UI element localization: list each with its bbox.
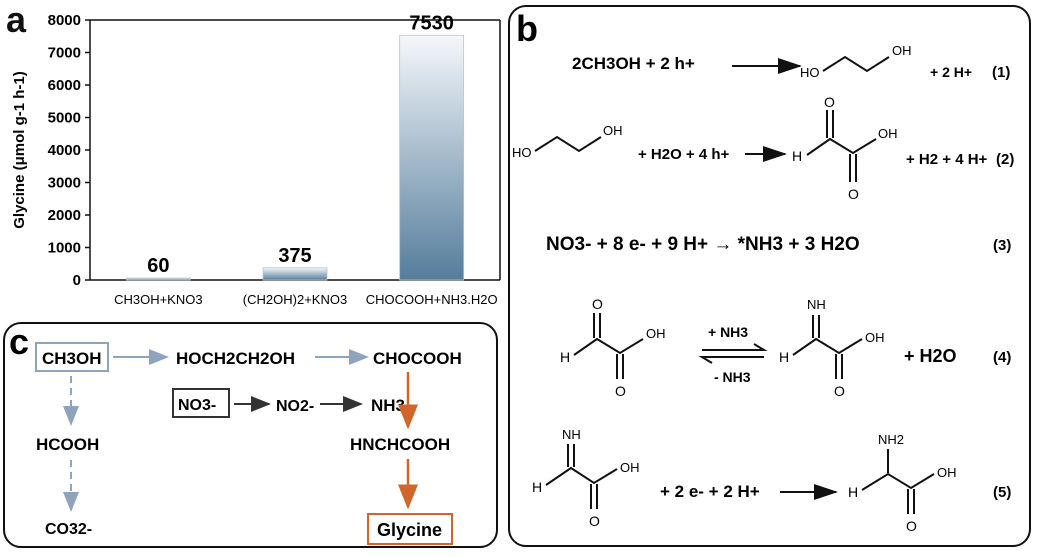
eq1-oh-label: OH bbox=[892, 43, 912, 58]
eq5-nh2-label: NH2 bbox=[878, 432, 904, 447]
eq2-oh-product: OH bbox=[878, 126, 898, 141]
eq2-tail: + H2 + 4 H+ bbox=[906, 151, 988, 168]
y-tick-label: 0 bbox=[73, 272, 81, 289]
equation-1: 2CH3OH + 2 h+ HO OH + 2 H+ (1) bbox=[572, 43, 1010, 81]
y-tick-label: 7000 bbox=[48, 45, 81, 62]
eq4-o-bottom-left: O bbox=[615, 383, 626, 399]
eq4-nh-label: NH bbox=[807, 297, 826, 312]
node-no2: NO2- bbox=[276, 398, 314, 415]
y-tick-label: 1000 bbox=[48, 240, 81, 257]
eq2-oh-label: OH bbox=[603, 123, 623, 138]
no3-box bbox=[172, 388, 230, 418]
eq5-h-left: H bbox=[532, 479, 542, 495]
y-tick-label: 6000 bbox=[48, 77, 81, 94]
eq5-h-right: H bbox=[848, 484, 858, 500]
node-hcooh: HCOOH bbox=[36, 435, 99, 454]
eq1-tail: + 2 H+ bbox=[930, 64, 972, 80]
node-hnchcooh: HNCHCOOH bbox=[350, 435, 450, 454]
y-axis-title: Glycine (μmol g-1 h-1) bbox=[11, 71, 28, 229]
eq2-h-label: H bbox=[792, 148, 802, 164]
y-tick-label: 3000 bbox=[48, 175, 81, 192]
eq4-tail: + H2O bbox=[904, 346, 957, 366]
eq5-oh-right: OH bbox=[937, 465, 957, 480]
eq4-h-left: H bbox=[560, 349, 570, 365]
eq2-middle: + H2O + 4 h+ bbox=[638, 146, 730, 163]
eq1-number: (1) bbox=[992, 64, 1010, 81]
node-no3: NO3- bbox=[178, 397, 216, 414]
node-hoch2ch2oh: HOCH2CH2OH bbox=[176, 349, 295, 368]
x-category-label: (CH2OH)2+KNO3 bbox=[243, 292, 347, 307]
eq5-nh-label: NH bbox=[562, 427, 581, 442]
x-category-label: CH3OH+KNO3 bbox=[114, 292, 203, 307]
node-chocooh: CHOCOOH bbox=[373, 349, 462, 368]
bar-data-label: 60 bbox=[147, 255, 169, 277]
equation-4: H O O OH + NH3 - NH3 NH H O OH + H2O (4) bbox=[560, 296, 1011, 399]
eq1-ho-label: HO bbox=[800, 65, 820, 80]
glycine-bar-chart: 0 1000 2000 3000 4000 5000 6000 7000 8000Glycine… bbox=[11, 12, 501, 307]
x-category-label: CHOCOOH+NH3.H2O bbox=[366, 292, 498, 307]
panel-a-label: a bbox=[6, 0, 27, 40]
eq4-arrow-top: + NH3 bbox=[708, 324, 748, 340]
eq4-oh-right: OH bbox=[865, 330, 885, 345]
eq2-reactant-bonds bbox=[534, 135, 602, 153]
panel-c-pathway: c CH3OH HOCH2CH2OH CHOCOOH NO3- NO2- NH3… bbox=[3, 322, 498, 548]
equation-3: NO3- + 8 e- + 9 H+ → *NH3 + 3 H2O (3) bbox=[546, 234, 1011, 255]
eq5-left-bonds bbox=[545, 466, 618, 486]
eq5-o-bottom-right: O bbox=[906, 518, 917, 534]
eq5-number: (5) bbox=[993, 484, 1011, 501]
eq4-number: (4) bbox=[993, 349, 1011, 366]
bar bbox=[125, 277, 191, 281]
equation-2: HO OH + H2O + 4 h+ H O O OH + H2 + 4 H+ … bbox=[512, 94, 1014, 202]
bar-data-label: 375 bbox=[278, 245, 311, 267]
equation-5: NH H O OH + 2 e- + 2 H+ NH2 H O OH (5) bbox=[532, 427, 1011, 534]
node-glycine: Glycine bbox=[377, 520, 442, 540]
y-tick-label: 5000 bbox=[48, 110, 81, 127]
eq4-o-bottom-right: O bbox=[834, 383, 845, 399]
y-tick-label: 8000 bbox=[48, 12, 81, 29]
panel-b-label: b bbox=[516, 8, 538, 49]
eq5-o-bottom-left: O bbox=[589, 513, 600, 529]
node-co3: CO32- bbox=[45, 521, 92, 538]
glyoxylic-bonds bbox=[806, 137, 877, 156]
eq4-oh-left: OH bbox=[646, 326, 666, 341]
ethylene-glycol-bonds bbox=[822, 55, 890, 73]
eq4-right-bonds bbox=[792, 337, 863, 356]
eq2-o-bottom: O bbox=[848, 186, 859, 202]
glycine-box bbox=[367, 513, 453, 545]
ch3oh-box bbox=[35, 342, 109, 372]
bar-data-label: 7530 bbox=[409, 12, 454, 34]
eq4-equilibrium-arrow-top bbox=[702, 343, 768, 351]
eq1-reactants: 2CH3OH + 2 h+ bbox=[572, 54, 695, 73]
bar bbox=[399, 34, 465, 281]
bar bbox=[262, 267, 328, 281]
eq3-number: (3) bbox=[993, 237, 1011, 254]
y-tick-label: 2000 bbox=[48, 207, 81, 224]
eq3-text: NO3- + 8 e- + 9 H+ → *NH3 + 3 H2O bbox=[546, 234, 860, 255]
eq2-ho-label: HO bbox=[512, 145, 532, 160]
eq5-middle: + 2 e- + 2 H+ bbox=[660, 482, 760, 501]
eq4-h-right: H bbox=[779, 349, 789, 365]
eq5-oh-left: OH bbox=[620, 460, 640, 475]
eq4-left-bonds bbox=[573, 337, 644, 356]
node-ch3oh: CH3OH bbox=[42, 349, 102, 368]
eq4-o-top-left: O bbox=[592, 296, 603, 312]
eq4-arrow-bottom: - NH3 bbox=[714, 369, 751, 385]
panel-b-reactions: b 2CH3OH + 2 h+ HO OH + 2 H+ (1) HO OH +… bbox=[508, 5, 1031, 547]
panel-c-label: c bbox=[9, 324, 29, 362]
y-tick-label: 4000 bbox=[48, 142, 81, 159]
eq2-number: (2) bbox=[996, 151, 1014, 168]
eq5-right-bonds bbox=[861, 472, 935, 491]
eq2-o-top: O bbox=[824, 94, 835, 110]
eq4-equilibrium-arrow-bottom bbox=[698, 356, 764, 364]
node-nh3: NH3 bbox=[371, 396, 405, 415]
